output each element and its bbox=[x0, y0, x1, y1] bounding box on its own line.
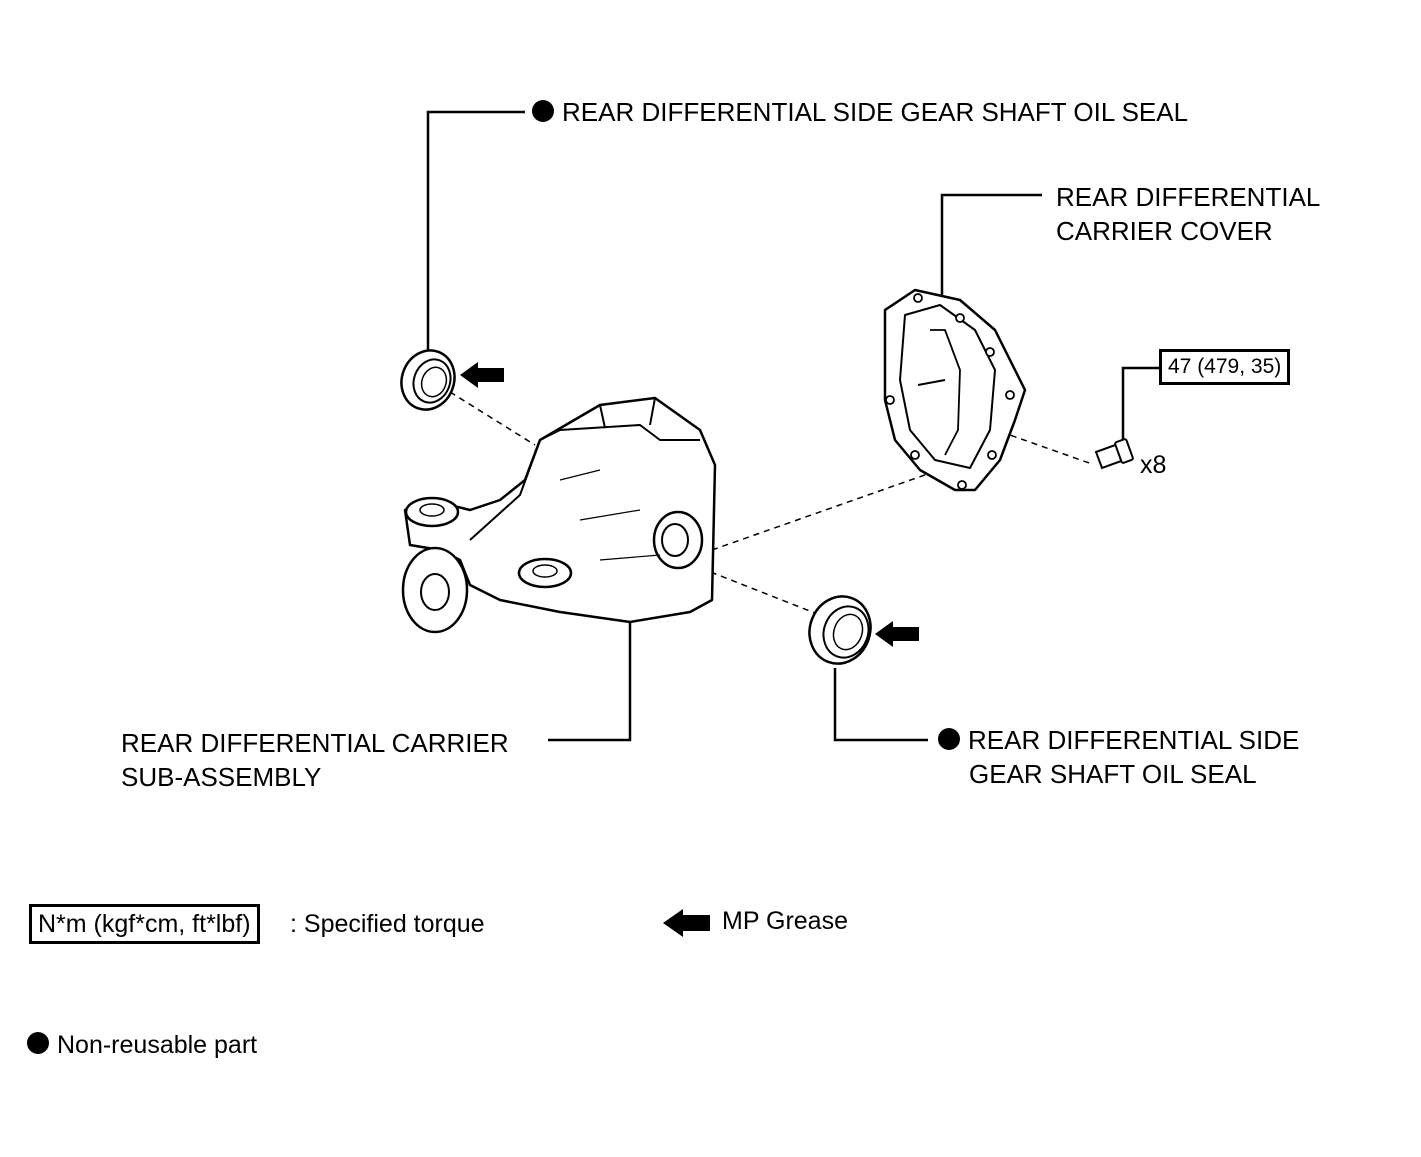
torque-spec-box: 47 (479, 35) bbox=[1159, 349, 1291, 385]
leader-carrier bbox=[548, 622, 632, 742]
non-reusable-icon bbox=[938, 728, 960, 751]
label-seal-top: REAR DIFFERENTIAL SIDE GEAR SHAFT OIL SE… bbox=[532, 95, 1188, 129]
legend-grease-desc: MP Grease bbox=[722, 907, 848, 935]
oil-seal-bottom bbox=[808, 595, 872, 665]
non-reusable-icon bbox=[27, 1032, 49, 1055]
label-seal-bottom-line1: REAR DIFFERENTIAL SIDE bbox=[938, 723, 1299, 757]
label-seal-bottom-line2: GEAR SHAFT OIL SEAL bbox=[969, 759, 1257, 789]
leader-cover bbox=[940, 193, 1042, 300]
bolt-quantity: x8 bbox=[1140, 451, 1167, 479]
differential-carrier bbox=[401, 396, 717, 634]
leader-torque bbox=[1121, 366, 1160, 440]
grease-arrow-bottom bbox=[875, 621, 919, 647]
label-cover-line2: CARRIER COVER bbox=[1056, 216, 1273, 246]
dash-bolt bbox=[989, 427, 1093, 465]
non-reusable-icon bbox=[532, 100, 554, 123]
carrier-cover bbox=[883, 288, 1027, 492]
leader-seal-top bbox=[426, 110, 525, 352]
legend-nonreusable: Non-reusable part bbox=[27, 1028, 257, 1062]
oil-seal-top bbox=[400, 349, 456, 411]
label-cover-line1: REAR DIFFERENTIAL bbox=[1056, 182, 1321, 212]
dash-seal-top bbox=[449, 391, 536, 446]
grease-legend-icon bbox=[663, 909, 710, 937]
bolt-icon bbox=[1094, 438, 1134, 470]
label-carrier-line1: REAR DIFFERENTIAL CARRIER bbox=[121, 728, 509, 758]
legend-torque-box: N*m (kgf*cm, ft*lbf) bbox=[29, 904, 260, 944]
label-carrier-line2: SUB-ASSEMBLY bbox=[121, 762, 322, 792]
legend-torque-desc: : Specified torque bbox=[290, 910, 485, 938]
leader-seal-bottom bbox=[833, 668, 928, 742]
grease-arrow-top bbox=[460, 362, 504, 388]
